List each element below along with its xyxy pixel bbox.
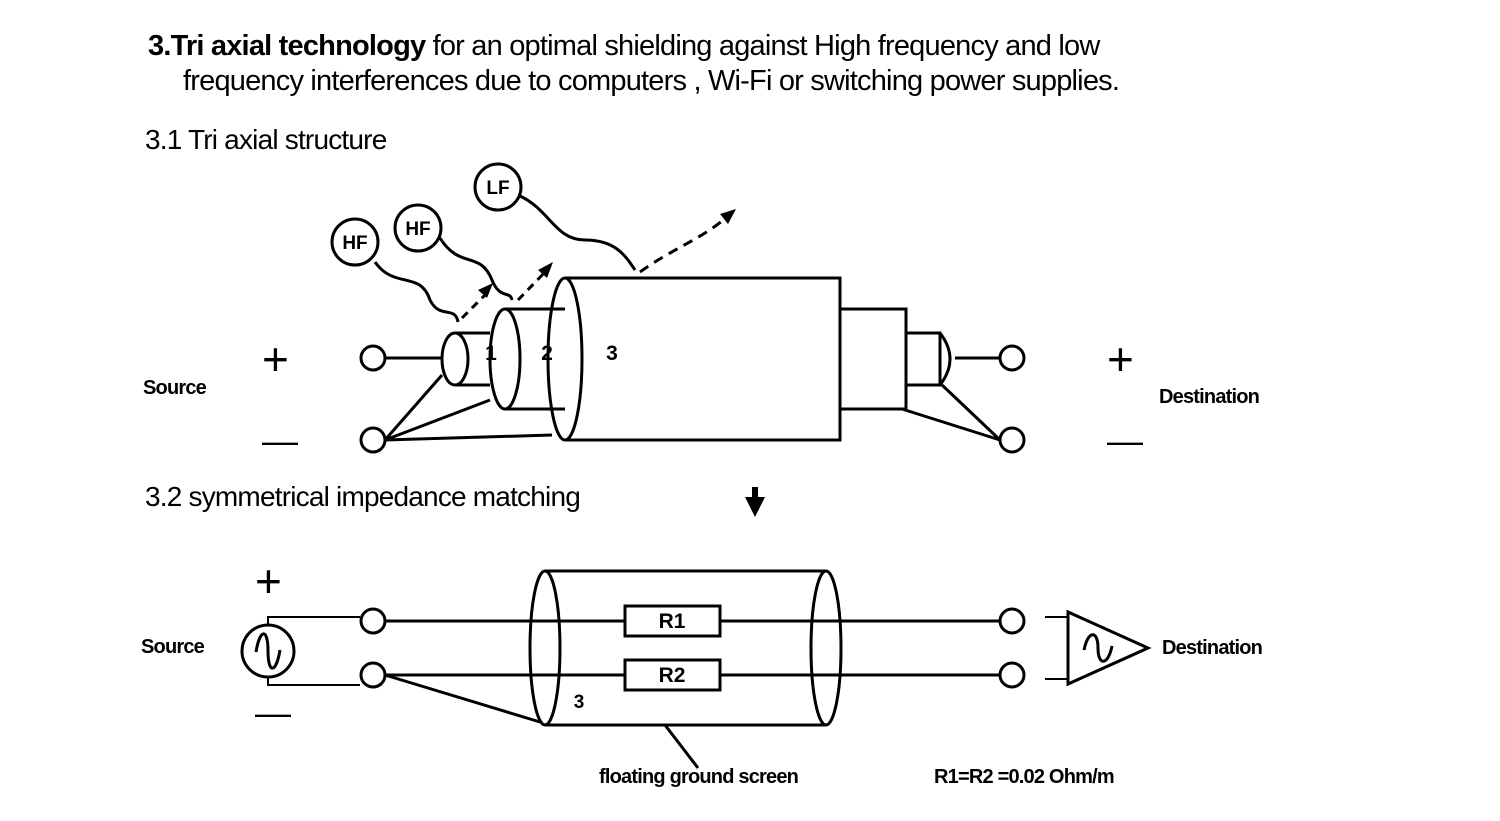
hf-bubble-2 [393, 203, 443, 253]
layer-2-body [505, 307, 565, 411]
layer-2-label: 2 [541, 342, 553, 365]
circuit-minus-sign: — [255, 692, 291, 733]
source-minus-terminal [359, 426, 387, 454]
lf-arrow-head [720, 209, 736, 224]
source-plus-terminal [359, 344, 387, 372]
shield-right-end [809, 569, 843, 727]
dest-leads [1045, 616, 1068, 680]
resistor-r2 [623, 658, 722, 692]
hf-wave-1 [373, 261, 460, 323]
layer-2-end [488, 307, 522, 411]
right-layer-2 [840, 307, 908, 411]
down-arrow-icon [745, 497, 765, 517]
layer-1-label: 1 [485, 342, 497, 365]
hf-bubble-2-label: HF [405, 219, 430, 240]
circuit-plus-sign: + [255, 555, 282, 607]
resistor-r2-label: R2 [659, 664, 686, 687]
amplifier-wave [1082, 633, 1114, 663]
circuit-destination-label: Destination [1162, 637, 1263, 659]
hf-arrow-1-head [478, 283, 493, 298]
hf-bubble-1-label: HF [342, 233, 367, 254]
screen-pointer [663, 724, 700, 769]
circuit-source-label: Source [141, 636, 205, 658]
source-plus-sign: + [262, 333, 289, 385]
lf-arrow [639, 215, 728, 274]
section-1-heading: 3.1 Tri axial structure [145, 124, 387, 155]
hf-arrow-1 [460, 290, 490, 320]
hf-arrow-2-head [538, 262, 553, 278]
dest-minus-terminal [998, 426, 1026, 454]
resistor-r1-label: R1 [659, 610, 686, 633]
layer-3-body [565, 276, 842, 442]
title-bold: 3.Tri axial technology [148, 30, 426, 62]
source-minus-sign: — [262, 420, 298, 461]
source-ground-wires [383, 374, 553, 442]
dest-plus-sign: + [1107, 333, 1134, 385]
resistance-formula: R1=R2 =0.02 Ohm/m [934, 766, 1115, 788]
lf-wave [519, 194, 637, 271]
lf-bubble [473, 162, 523, 212]
right-layer-1 [906, 331, 942, 387]
circuit-dest-minus [998, 661, 1026, 689]
source-label: Source [143, 377, 207, 399]
layer-3-end [546, 276, 584, 442]
source-leads [267, 616, 360, 686]
down-arrow-shaft [752, 487, 758, 499]
dest-plus-terminal [998, 344, 1026, 372]
layer-1-body [455, 331, 490, 387]
destination-label: Destination [1159, 386, 1260, 408]
layer-1-end [440, 331, 470, 387]
hf-bubble-1 [330, 217, 380, 267]
ac-source-wave [254, 632, 282, 670]
circuit-dest-plus [998, 607, 1026, 635]
shield-body [545, 569, 826, 727]
resistor-r1 [623, 604, 722, 638]
floating-screen-label: floating ground screen [599, 766, 799, 788]
shield-number-label: 3 [574, 692, 585, 713]
layer-3-label: 3 [606, 342, 618, 365]
hf-arrow-2 [516, 268, 549, 302]
amplifier-icon [1066, 609, 1152, 687]
circuit-source-plus [359, 607, 387, 635]
hf-wave-2 [438, 237, 514, 301]
section-2-heading: 3.2 symmetrical impedance matching [145, 481, 581, 512]
title-rest: for an optimal shielding against High fr… [425, 30, 1101, 62]
circuit-ground-wire [384, 673, 541, 724]
circuit-source-minus [359, 661, 387, 689]
lf-bubble-label: LF [486, 178, 509, 199]
dest-minus-sign: — [1107, 420, 1143, 461]
right-cap [938, 332, 952, 386]
title-line-1: 3.Tri axial technology for an optimal sh… [148, 28, 1100, 64]
title-line-2: frequency interferences due to computers… [183, 65, 1120, 97]
dest-ground-wires [901, 383, 1002, 442]
shield-left-end [528, 569, 562, 727]
